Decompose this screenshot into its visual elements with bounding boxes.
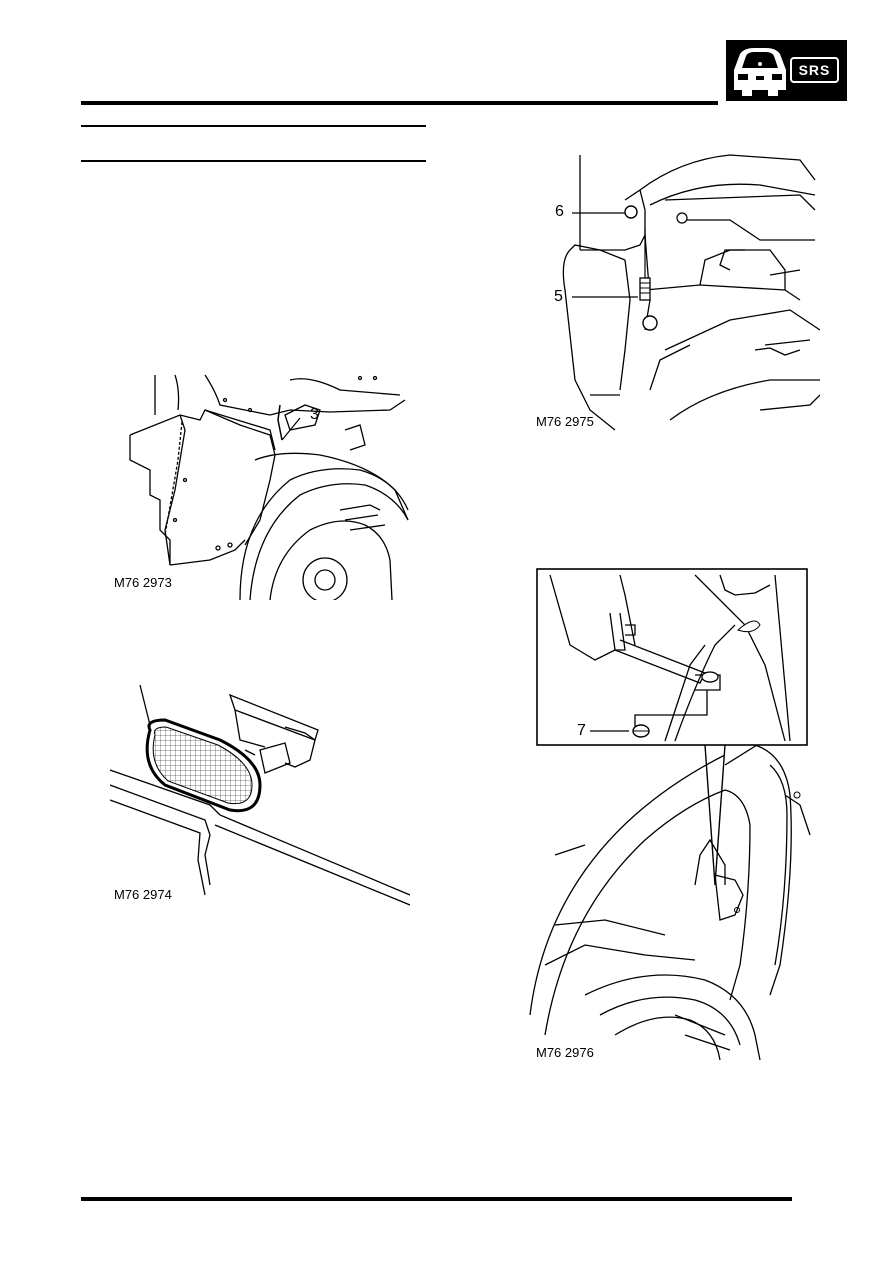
footer-rule (81, 1197, 792, 1201)
figure-caption: M76 2974 (114, 887, 172, 902)
side-repeater-lamp-illustration (110, 685, 410, 906)
figure-m76-2974: M76 2974 (110, 685, 410, 910)
header-rule (81, 101, 718, 105)
figure-m76-2973: 3 M76 2973 (110, 370, 410, 600)
callout-3: 3 (310, 406, 319, 423)
section-rule-top (81, 125, 426, 127)
srs-badge: SRS (726, 40, 847, 101)
figure-caption: M76 2976 (536, 1045, 594, 1060)
figure-caption: M76 2975 (536, 414, 594, 429)
section-rule-bottom (81, 160, 426, 162)
callout-5: 5 (554, 288, 563, 305)
figure-caption: M76 2973 (114, 575, 172, 590)
callout-6: 6 (555, 203, 564, 220)
car-front-icon (734, 48, 786, 96)
wheel-arch-liner-illustration (129, 374, 409, 600)
srs-label: SRS (790, 57, 839, 83)
callout-7: 7 (577, 722, 586, 739)
wheel-arch-bracket-illustration (529, 568, 811, 1061)
bumper-bracket-illustration (562, 154, 820, 431)
figure-m76-2976: 7 M76 2976 (525, 565, 825, 1065)
figure-m76-2975: 6 5 M76 2975 (530, 150, 820, 435)
